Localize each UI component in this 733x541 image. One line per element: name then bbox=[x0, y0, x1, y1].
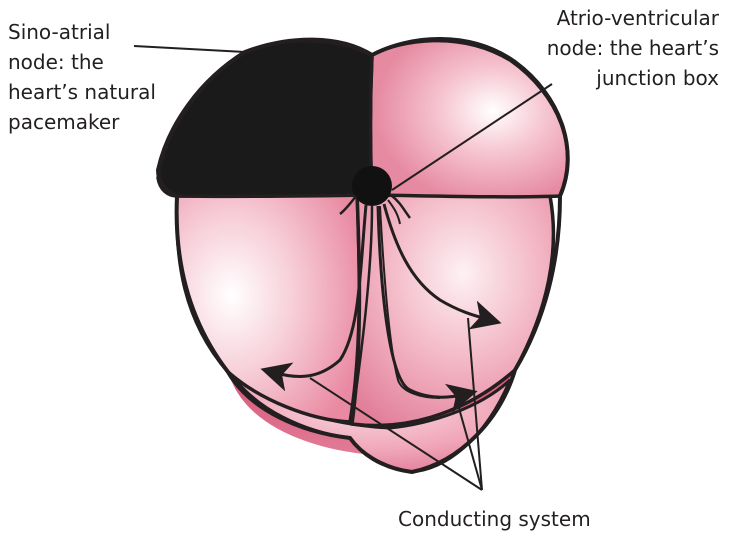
av-node bbox=[352, 166, 392, 206]
atrio-ventricular-label-line1: Atrio-ventricular bbox=[547, 3, 719, 33]
sino-atrial-label-line4: pacemaker bbox=[8, 107, 156, 137]
sino-atrial-node-label: Sino-atrial node: the heart’s natural pa… bbox=[8, 17, 156, 137]
sino-atrial-label-line2: node: the bbox=[8, 47, 156, 77]
right-ventricle bbox=[352, 192, 553, 425]
left-atrium bbox=[158, 41, 372, 197]
right-atrium bbox=[371, 41, 568, 197]
atrio-ventricular-label-line3: junction box bbox=[547, 63, 719, 93]
conducting-system-label: Conducting system bbox=[398, 504, 591, 534]
atrio-ventricular-label-line2: node: the heart’s bbox=[547, 33, 719, 63]
atrio-ventricular-node-label: Atrio-ventricular node: the heart’s junc… bbox=[547, 3, 719, 93]
sino-atrial-label-line3: heart’s natural bbox=[8, 77, 156, 107]
sino-atrial-label-line1: Sino-atrial bbox=[8, 17, 156, 47]
left-ventricle bbox=[177, 192, 360, 422]
